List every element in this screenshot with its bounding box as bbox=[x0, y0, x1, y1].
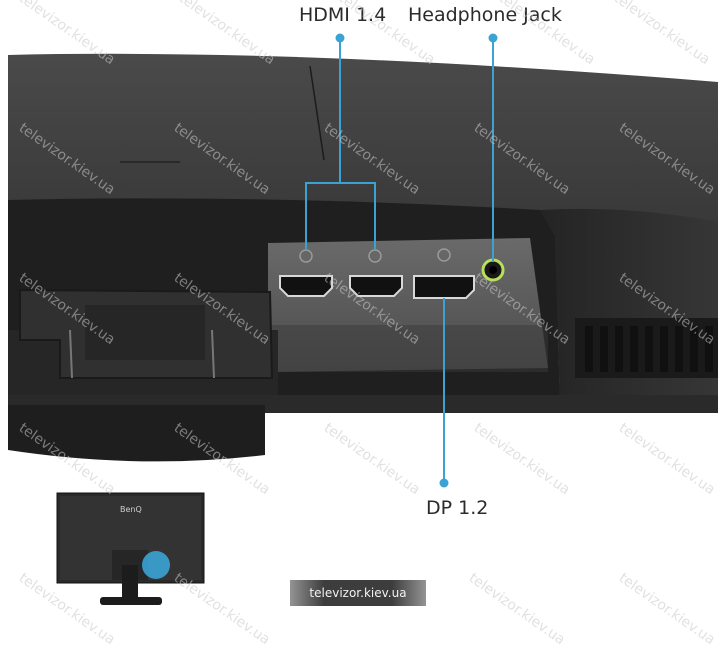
displayport-label: DP 1.2 bbox=[426, 497, 489, 519]
monitor-bottom-bezel bbox=[8, 405, 265, 462]
headphone-jack bbox=[481, 258, 505, 282]
displayport-port bbox=[413, 248, 475, 299]
thumbnail-highlight-marker bbox=[142, 551, 170, 579]
hdmi-label: HDMI 1.4 bbox=[299, 4, 387, 26]
monitor-right-body bbox=[540, 208, 718, 410]
headphone-jack-label: Headphone Jack bbox=[408, 4, 562, 26]
thumbnail-brand-logo: BenQ bbox=[120, 505, 142, 514]
headphone-callout-dot bbox=[488, 33, 498, 43]
callout-lines bbox=[305, 38, 494, 483]
dp-callout-dot bbox=[439, 478, 449, 488]
vent-grille bbox=[575, 318, 718, 378]
hdmi-port-2 bbox=[349, 249, 403, 297]
site-label-badge: televizor.kiev.ua bbox=[290, 580, 426, 606]
monitor-thumbnail: BenQ bbox=[56, 492, 205, 605]
monitor-rear-photo: BenQ bbox=[8, 33, 718, 605]
hdmi-callout-dot bbox=[335, 33, 345, 43]
